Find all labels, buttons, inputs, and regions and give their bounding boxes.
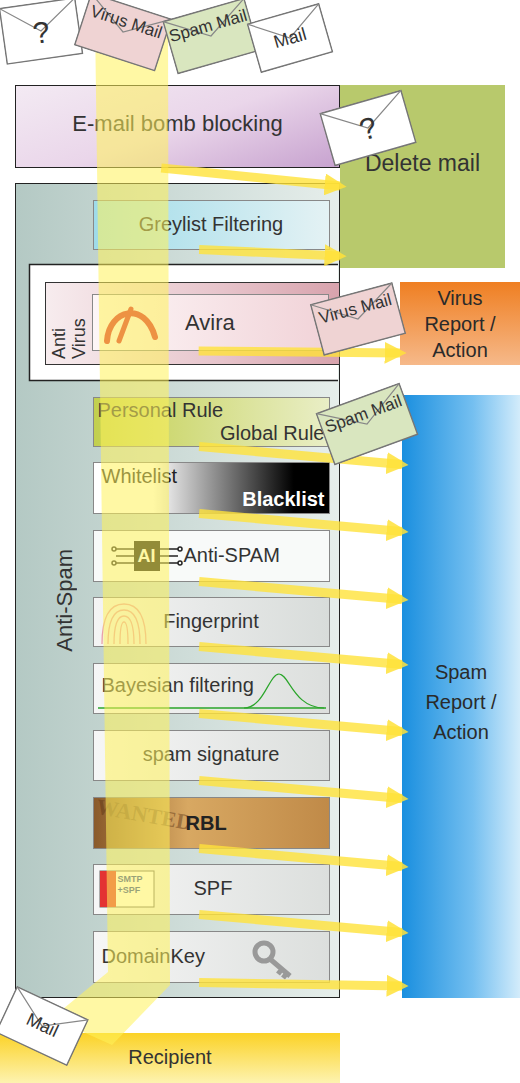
- filter-box: SMTP +SPF SPF: [93, 864, 330, 915]
- box-text: Avira: [185, 310, 235, 336]
- box-text: Greylist Filtering: [94, 213, 329, 236]
- filter-box: Greylist Filtering: [93, 200, 330, 250]
- envelope-shape: ?: [0, 0, 84, 65]
- decor-part: [108, 610, 140, 644]
- flow-arrow: [199, 781, 402, 799]
- box-text: Anti Virus: [49, 289, 89, 359]
- flow-arrow: [199, 351, 400, 353]
- flow-arrow: [199, 714, 402, 732]
- filter-box: Bayesian filtering: [93, 663, 330, 714]
- flow-arrow: [161, 168, 340, 186]
- decor-part: [248, 4, 333, 72]
- decor-part: [255, 943, 273, 961]
- box-text: Blacklist: [242, 488, 324, 511]
- decor-part: [75, 0, 172, 71]
- decor-part: [178, 561, 182, 565]
- mail-flow-band: [52, 20, 170, 1045]
- flow-arrow: [199, 915, 402, 933]
- flow-arrow: [199, 983, 402, 987]
- box-text: E-mail bomb blocking: [16, 111, 339, 137]
- box-text: AI: [134, 541, 160, 571]
- flow-arrow: [199, 250, 340, 257]
- decor-part: [100, 871, 154, 907]
- decor-part: [270, 959, 290, 978]
- flow-arrow: [199, 647, 402, 665]
- box-text: SPF: [194, 877, 233, 900]
- filter-box: Fingerprint: [93, 597, 330, 647]
- decor-part: [107, 313, 155, 341]
- envelope-shape: Mail: [246, 3, 333, 74]
- box-text: SMTP +SPF: [118, 874, 152, 896]
- decor-part: [30, 265, 339, 381]
- box-text: WANTED: [94, 793, 194, 835]
- decor-part: [163, 0, 259, 74]
- box-text: DomainKey: [102, 945, 205, 968]
- filter-box: E-mail bomb blocking: [15, 85, 340, 168]
- flow-arrow: [199, 514, 402, 532]
- box-text: Whitelist: [102, 465, 178, 488]
- box-text: Personal Rule: [98, 399, 224, 422]
- decor-part: [100, 871, 116, 907]
- decor-part: [114, 616, 134, 644]
- envelope-shape: Spam Mail: [162, 0, 260, 75]
- flow-arrow: [199, 582, 402, 600]
- box-text: Fingerprint: [94, 610, 329, 633]
- decor-part: [311, 283, 399, 330]
- box-text: Anti-SPAM: [184, 544, 280, 567]
- decor-part: [244, 674, 324, 708]
- box-text: Bayesian filtering: [102, 674, 254, 697]
- box-text: Anti-Spam: [52, 549, 78, 652]
- decor-part: [120, 622, 128, 644]
- envelope-shape: Virus Mail: [73, 0, 172, 72]
- filter-box: spam signature: [93, 730, 330, 781]
- decor-part: [112, 547, 116, 551]
- box-text: Virus Report / Action: [405, 285, 515, 363]
- flow-arrow: [199, 849, 402, 867]
- decor-part: [311, 283, 406, 355]
- filter-box: Personal RuleGlobal Rule: [93, 397, 330, 447]
- decor-part: [163, 0, 251, 48]
- decor-part: [102, 604, 146, 644]
- filter-box: WhitelistBlacklist: [93, 462, 330, 514]
- filter-box: Virus Report / Action: [400, 282, 520, 365]
- decor-part: [0, 0, 83, 64]
- filter-box: AI Anti-SPAM: [93, 530, 330, 582]
- decor-part: [98, 707, 326, 709]
- filter-box: WANTEDRBL: [93, 797, 330, 849]
- box-text: Spam Report / Action: [406, 657, 516, 747]
- decor-part: [119, 309, 131, 341]
- decor-part: [102, 604, 146, 644]
- flow-arrow: [199, 447, 402, 465]
- filter-box: Anti Virus Avira: [45, 282, 340, 365]
- decor-part: [112, 561, 116, 565]
- decor-part: [83, 0, 171, 45]
- filter-box: Anti-Spam Greylist FilteringAnti Virus Avi…: [15, 183, 340, 998]
- decor-part: [178, 547, 182, 551]
- box-text: spam signature: [94, 743, 329, 766]
- filter-box: Spam Report / Action: [402, 395, 520, 998]
- decor-part: [316, 384, 408, 439]
- filter-box: Avira: [92, 294, 329, 351]
- filter-box: DomainKey: [93, 931, 330, 983]
- box-text: Global Rule: [220, 422, 325, 445]
- box-text: RBL: [186, 812, 227, 835]
